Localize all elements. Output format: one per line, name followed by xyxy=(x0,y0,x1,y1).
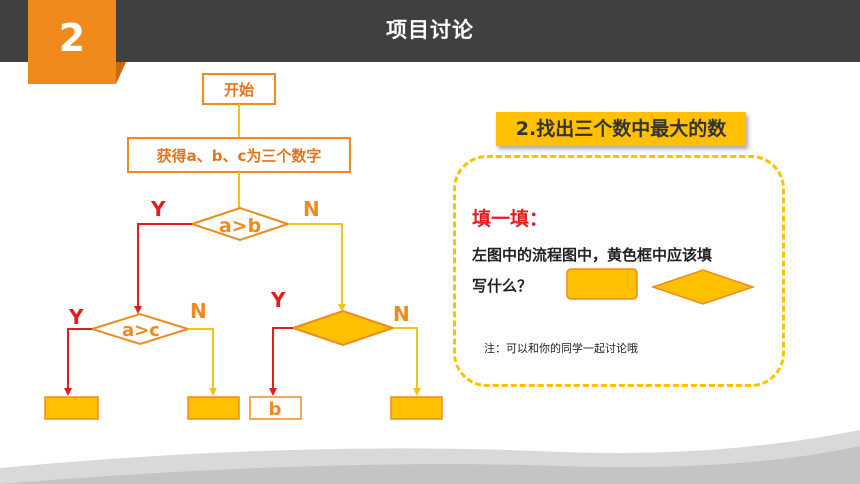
no-path-2 xyxy=(188,328,214,394)
yes-path-2 xyxy=(67,328,92,394)
decision-a-gt-b-label: a>b xyxy=(219,215,261,237)
section-number-tab xyxy=(28,0,116,84)
arrowhead xyxy=(413,388,421,396)
output-box-3 xyxy=(390,396,443,420)
yes-path-3 xyxy=(272,327,293,394)
no-label-1: N xyxy=(303,197,320,221)
yes-label-1: Y xyxy=(150,197,166,221)
sample-rectangle xyxy=(566,268,638,300)
page-title: 项目讨论 xyxy=(386,18,474,42)
no-path-3 xyxy=(393,327,418,394)
question-line-2: 写什么？ xyxy=(472,277,533,295)
output-box-2 xyxy=(187,396,240,420)
header-bar xyxy=(0,0,860,62)
question-label: 2.找出三个数中最大的数 xyxy=(496,112,746,146)
yes-path-1 xyxy=(137,223,192,312)
start-node xyxy=(202,73,276,105)
fill-in-panel xyxy=(453,155,785,387)
arrowhead xyxy=(64,388,72,396)
no-label-2: N xyxy=(190,299,207,323)
discussion-note: 注：可以和你的同学一起讨论哦 xyxy=(484,342,638,355)
output-box-1 xyxy=(44,396,99,420)
arrowhead xyxy=(209,388,217,396)
section-number: 2 xyxy=(58,16,86,60)
no-path-1 xyxy=(288,223,343,310)
input-node xyxy=(127,137,351,173)
fill-in-question: 左图中的流程图中，黄色框中应该填 写什么？ xyxy=(472,240,772,302)
section-tab-fold xyxy=(116,62,126,84)
yes-label-3: Y xyxy=(270,288,286,312)
input-label: 获得a、b、c为三个数字 xyxy=(157,147,322,165)
yes-label-2: Y xyxy=(68,305,84,329)
sample-diamond xyxy=(650,269,756,305)
output-box-b xyxy=(249,396,302,420)
arrowhead xyxy=(338,304,346,312)
output-b-label: b xyxy=(269,399,282,420)
no-label-3: N xyxy=(393,302,410,326)
arrowhead xyxy=(269,388,277,396)
decision-a-gt-c-label: a>c xyxy=(122,320,160,341)
start-label: 开始 xyxy=(224,81,254,99)
question-line-1: 左图中的流程图中，黄色框中应该填 xyxy=(472,246,713,264)
arrowhead xyxy=(134,306,142,314)
fill-in-title: 填一填： xyxy=(472,208,549,230)
